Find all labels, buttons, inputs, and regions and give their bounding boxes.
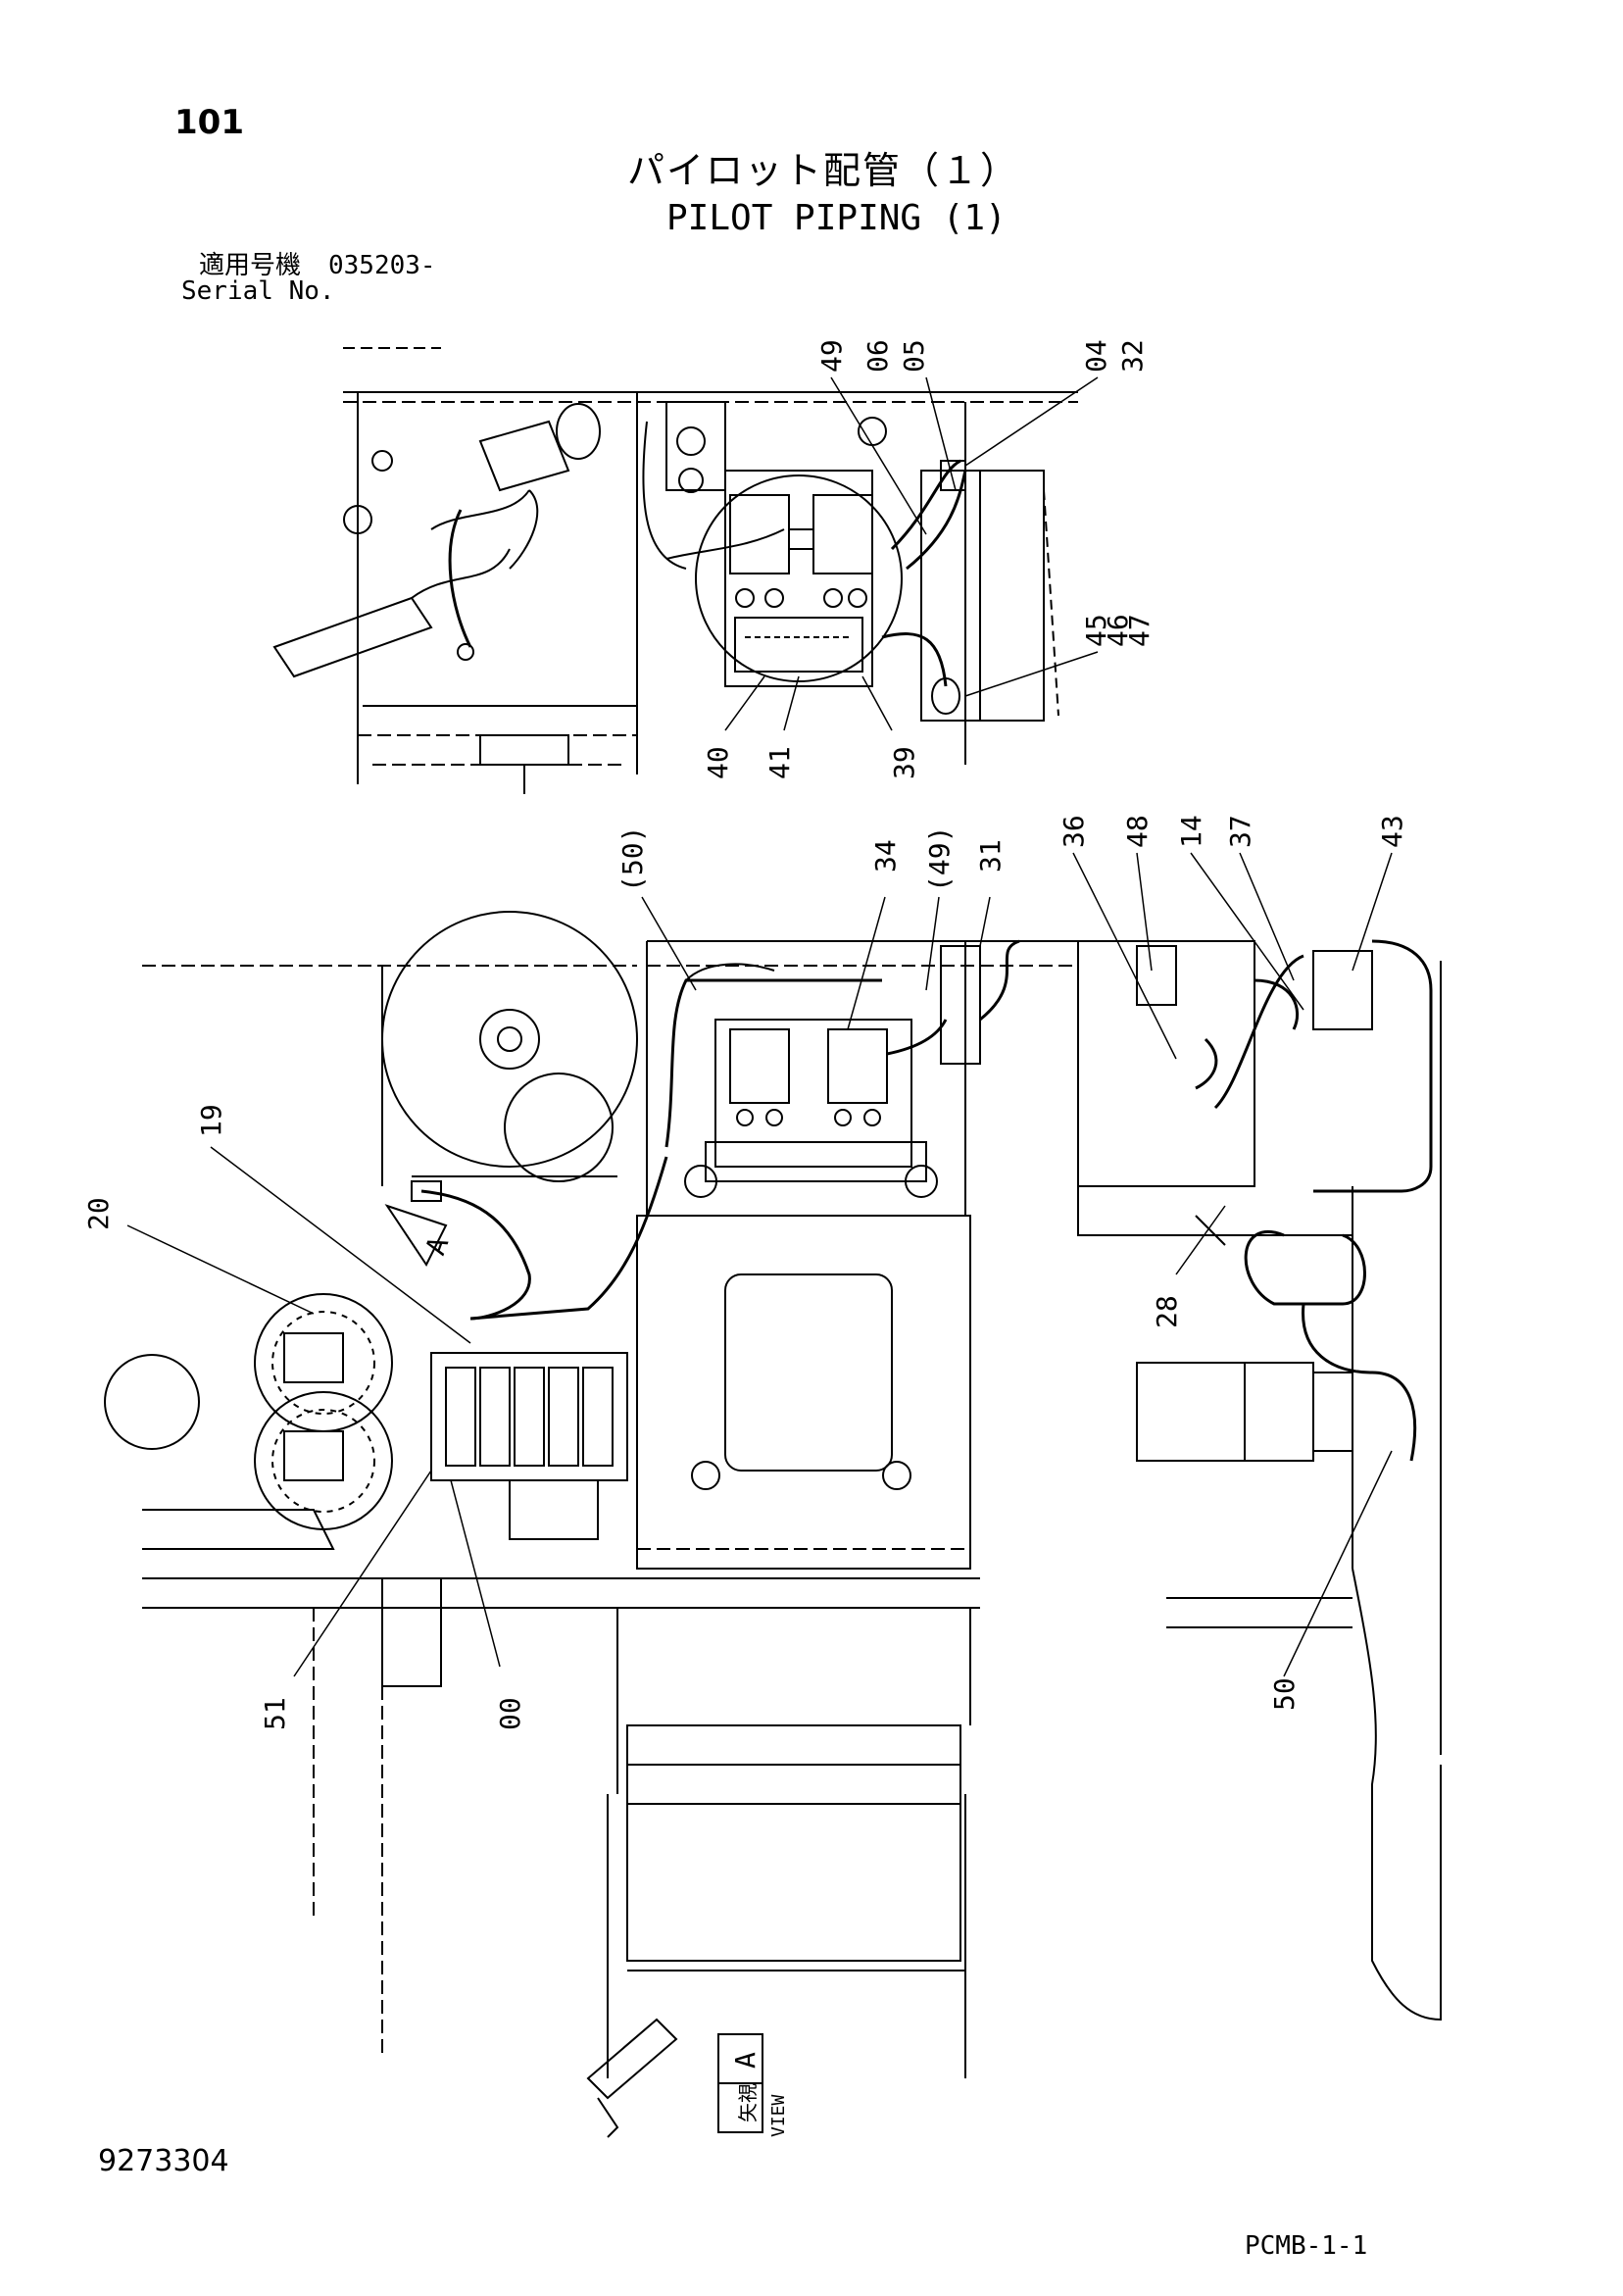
- callout-main-12: 51: [259, 1697, 291, 1730]
- callout-top-4: 32: [1116, 339, 1149, 373]
- callout-top-3: 04: [1080, 339, 1112, 373]
- title-english: PILOT PIPING (1): [666, 198, 1007, 238]
- callout-top-10: 39: [888, 746, 920, 779]
- callout-main-7: 37: [1224, 815, 1256, 848]
- callout-top-8: 40: [702, 746, 734, 779]
- view-label-letter: A: [729, 2052, 762, 2069]
- callout-main-3: 31: [974, 839, 1007, 873]
- callout-main-4: 36: [1057, 815, 1090, 848]
- serial-label-japanese: 適用号機: [199, 251, 302, 280]
- callout-main-8: 43: [1376, 815, 1408, 848]
- sheet-reference: PCMB-1-1: [1245, 2231, 1368, 2261]
- callout-main-13: 00: [494, 1697, 526, 1730]
- callout-main-0: (50): [616, 826, 649, 892]
- top-view-frame: [272, 347, 1078, 794]
- serial-label-english: Serial No.: [181, 276, 335, 306]
- callout-top-1: 06: [861, 339, 894, 373]
- callout-top-9: 41: [763, 746, 796, 779]
- view-a-arrow-letter: A: [419, 1232, 456, 1259]
- leader-lines: [126, 376, 1393, 1677]
- document-number: 9273304: [98, 2144, 229, 2178]
- callout-main-1: 34: [869, 839, 902, 873]
- page-number: 101: [174, 103, 244, 142]
- callout-main-2: (49): [923, 826, 956, 892]
- callout-main-9: 19: [195, 1104, 227, 1137]
- callout-main-5: 48: [1121, 815, 1154, 848]
- callout-top-0: 49: [815, 339, 848, 373]
- callout-main-10: 20: [82, 1197, 115, 1230]
- main-view-frame: [104, 911, 1442, 2138]
- title-japanese: パイロット配管（１）: [627, 149, 1020, 192]
- callout-top-2: 05: [898, 339, 930, 373]
- callout-main-11: 28: [1151, 1295, 1183, 1328]
- callout-top-5: 45: [1080, 614, 1112, 647]
- callout-main-14: 50: [1268, 1677, 1301, 1711]
- view-label-en: VIEW: [768, 2094, 789, 2137]
- view-label-jp: 矢視: [736, 2083, 760, 2122]
- serial-number-value: 035203-: [328, 251, 436, 280]
- callout-top-7: 47: [1123, 614, 1156, 647]
- callout-top-6: 46: [1102, 614, 1134, 647]
- callout-main-6: 14: [1175, 815, 1207, 848]
- callout-labels: 49 06 05 04 32 45 46 47 40 41 39 (50) 34…: [82, 339, 1408, 2137]
